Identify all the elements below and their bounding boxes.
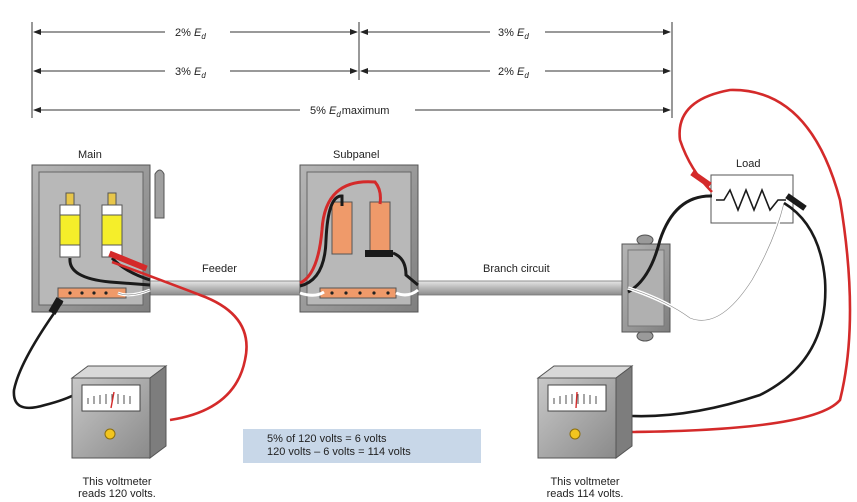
main-panel [31,164,165,313]
left-voltmeter [70,365,168,459]
right-voltmeter-caption: This voltmeter reads 114 volts. [546,476,624,500]
right-meter-black-lead [631,201,827,418]
branch-conduit [417,280,624,296]
right-meter-red-lead [631,88,852,434]
load-label: Load [736,158,760,170]
left-meter-black-lead [12,301,79,410]
subpanel-label: Subpanel [333,149,380,161]
dim-row1-right-label: 3% Ed [498,27,529,41]
feeder-label: Feeder [202,263,237,275]
branch-circuit-label: Branch circuit [483,263,550,275]
calculation-note: 5% of 120 volts = 6 volts 120 volts – 6 … [243,429,481,463]
dimension-ticks [31,22,673,118]
dim-row1-left-label: 2% Ed [175,27,206,41]
dim-row3-label: 5% Edmaximum [310,105,389,119]
left-voltmeter-caption: This voltmeter reads 120 volts. [78,476,156,500]
main-label: Main [78,149,102,161]
right-voltmeter [536,365,634,459]
main-neutral-bar [57,287,127,299]
dim-row2-left-label: 3% Ed [175,66,206,80]
dim-row2-right-label: 2% Ed [498,66,529,80]
subpanel [299,164,419,313]
feeder-conduit [149,280,301,296]
fuse-right [101,192,123,258]
left-meter-red-lead [111,260,248,422]
note-line-1: 5% of 120 volts = 6 volts [267,433,387,445]
fuse-left [59,192,81,258]
note-line-2: 120 volts – 6 volts = 114 volts [267,446,411,458]
branch-hot-wire [627,194,713,294]
